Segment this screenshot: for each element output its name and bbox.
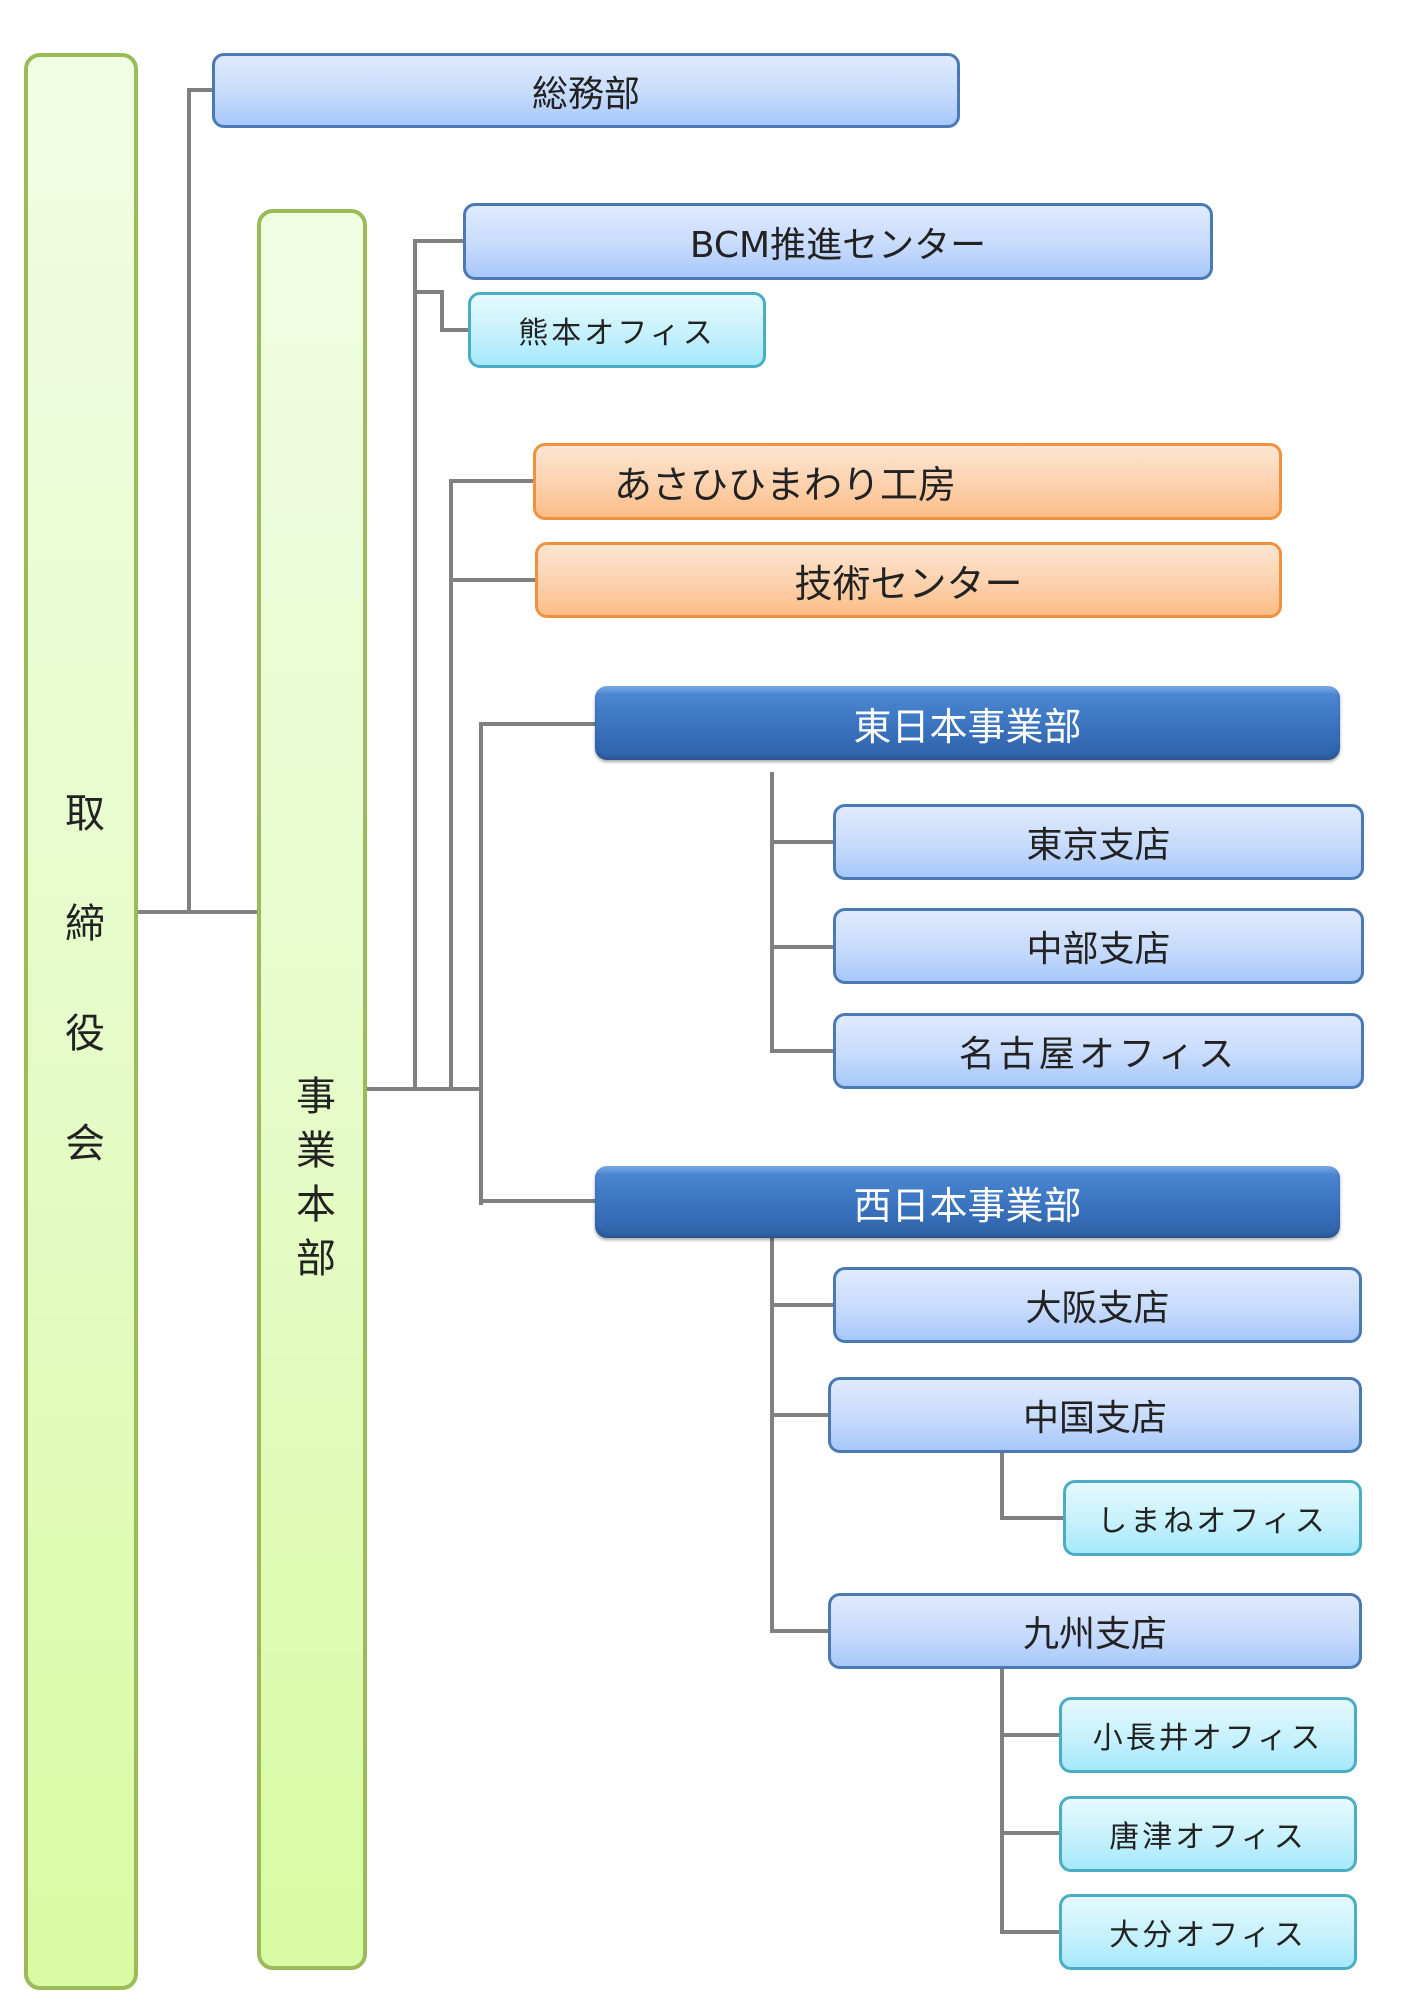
konagai-office-label: 小長井オフィス — [1092, 1721, 1324, 1756]
board-of-directors[interactable]: 取締役会 — [24, 53, 138, 1990]
east-japan-label: 東日本事業部 — [853, 704, 1082, 749]
business-headquarters[interactable]: 事業本部 — [257, 209, 367, 1970]
kumamoto-office[interactable]: 熊本オフィス — [468, 292, 766, 368]
connector-general-affairs — [187, 88, 213, 92]
osaka-branch-label: 大阪支店 — [1025, 1288, 1170, 1329]
connector-chugoku-offices — [1000, 1452, 1004, 1520]
shimane-office[interactable]: しまねオフィス — [1063, 1480, 1362, 1556]
connector-facility-trunk — [449, 479, 453, 1091]
connector-east-branches — [770, 772, 774, 1053]
bcm-center[interactable]: BCM推進センター — [463, 203, 1213, 280]
connector-bcm-trunk — [413, 239, 417, 1091]
connector-kyushu-offices — [1000, 1668, 1004, 1934]
east-japan-division[interactable]: 東日本事業部 — [595, 686, 1340, 760]
konagai-office[interactable]: 小長井オフィス — [1059, 1697, 1357, 1773]
karatsu-office[interactable]: 唐津オフィス — [1059, 1796, 1357, 1872]
karatsu-office-label: 唐津オフィス — [1109, 1820, 1307, 1855]
connector-tech — [449, 578, 537, 582]
tech-center[interactable]: 技術センター — [535, 542, 1282, 618]
connector-chubu — [770, 945, 835, 949]
connector-karatsu — [1000, 1831, 1060, 1835]
connector-kyushu — [770, 1629, 830, 1633]
board-label: 取締役会 — [58, 791, 104, 1232]
chugoku-branch[interactable]: 中国支店 — [828, 1377, 1362, 1453]
bcm-center-label: BCM推進センター — [689, 224, 987, 266]
chubu-branch[interactable]: 中部支店 — [833, 908, 1364, 984]
connector-oita — [1000, 1930, 1060, 1934]
chubu-branch-label: 中部支店 — [1026, 929, 1171, 970]
oita-office-label: 大分オフィス — [1109, 1918, 1307, 1953]
connector-tokyo — [770, 840, 835, 844]
general-affairs-dept[interactable]: 総務部 — [212, 53, 960, 128]
connector-division-trunk — [479, 722, 483, 1205]
connector-west — [479, 1199, 597, 1203]
connector-chugoku — [770, 1413, 830, 1417]
asahi-himawari-label: あさひひまわり工房 — [614, 463, 957, 507]
kyushu-branch[interactable]: 九州支店 — [828, 1593, 1362, 1669]
connector-bcm — [413, 239, 465, 243]
connector-osaka — [770, 1303, 835, 1307]
west-japan-label: 西日本事業部 — [853, 1183, 1082, 1228]
west-japan-division[interactable]: 西日本事業部 — [595, 1166, 1340, 1238]
asahi-himawari-workshop[interactable]: あさひひまわり工房 — [533, 443, 1282, 520]
tokyo-branch-label: 東京支店 — [1026, 825, 1171, 866]
connector-konagai — [1000, 1733, 1060, 1737]
business-hq-label: 事業本部 — [289, 1074, 335, 1291]
connector-kumamoto-a — [413, 290, 444, 294]
connector-kumamoto-c — [440, 328, 470, 332]
connector-nagoya — [770, 1049, 835, 1053]
connector-board-trunk — [187, 88, 191, 914]
shimane-office-label: しまねオフィス — [1097, 1504, 1328, 1539]
general-affairs-label: 総務部 — [531, 73, 640, 115]
connector-shimane — [1000, 1516, 1064, 1520]
kyushu-branch-label: 九州支店 — [1022, 1614, 1167, 1655]
chugoku-branch-label: 中国支店 — [1022, 1398, 1167, 1439]
connector-east — [479, 722, 597, 726]
connector-hq-out — [366, 1087, 483, 1091]
kumamoto-office-label: 熊本オフィス — [518, 316, 716, 351]
connector-board-to-hq — [137, 910, 259, 914]
tokyo-branch[interactable]: 東京支店 — [833, 804, 1364, 880]
nagoya-office-label: 名古屋オフィス — [958, 1034, 1239, 1075]
nagoya-office[interactable]: 名古屋オフィス — [833, 1013, 1364, 1089]
connector-kumamoto-b — [440, 290, 444, 332]
connector-west-branches — [770, 1238, 774, 1633]
oita-office[interactable]: 大分オフィス — [1059, 1894, 1357, 1970]
connector-asahi — [449, 479, 535, 483]
tech-center-label: 技術センター — [794, 561, 1023, 606]
osaka-branch[interactable]: 大阪支店 — [833, 1267, 1362, 1343]
